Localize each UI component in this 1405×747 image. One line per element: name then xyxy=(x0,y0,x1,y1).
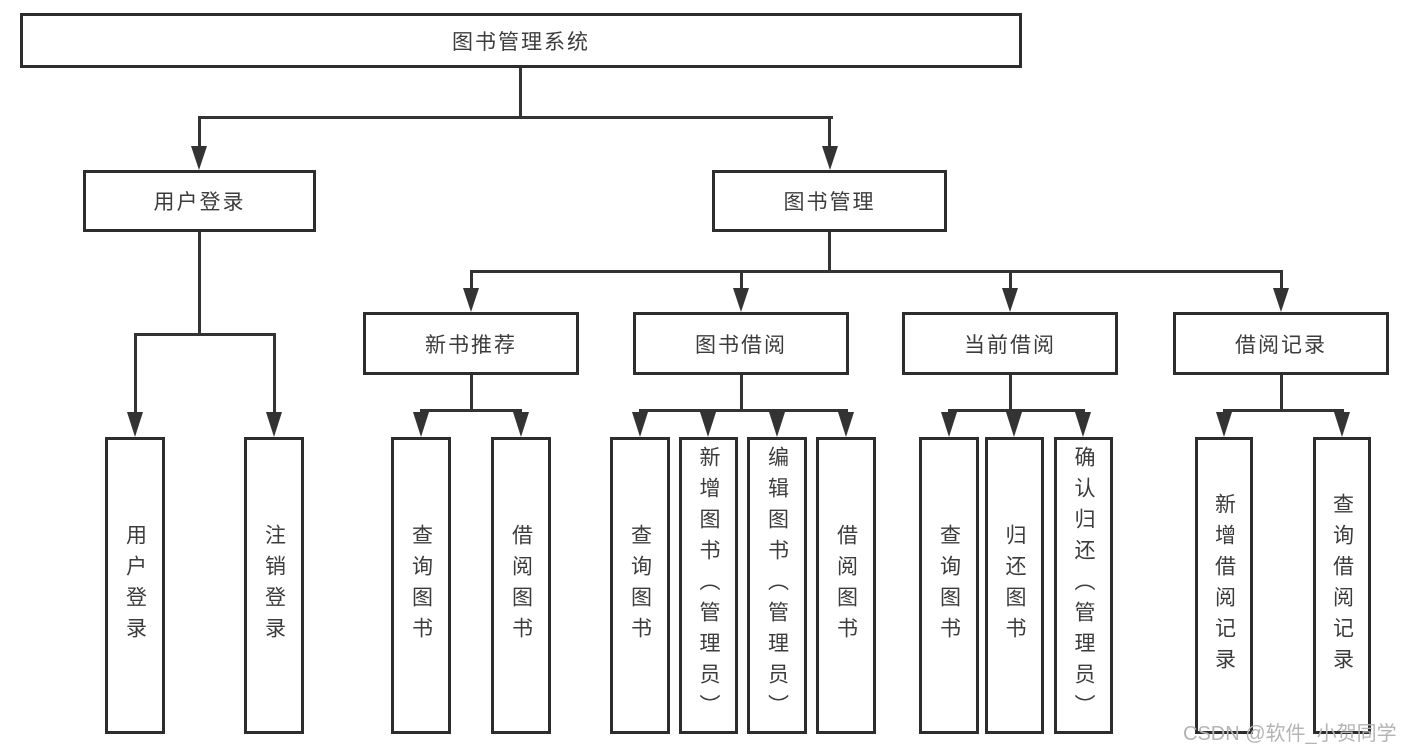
node-cb-confirm-return-admin: 确认归还（管理员） xyxy=(1054,437,1113,734)
connector-current-borrowing-trunk xyxy=(1009,375,1012,411)
arrowhead-book-management xyxy=(822,146,838,170)
node-library-management-system: 图书管理系统 xyxy=(20,13,1022,68)
leaf-label: 注销登录 xyxy=(262,523,286,648)
arrowhead-bb-add-books xyxy=(700,412,716,437)
leaf-label: 用户登录 xyxy=(123,523,147,648)
node-user-login-leaf: 用户登录 xyxy=(105,437,165,734)
leaf-label: 查询图书 xyxy=(409,523,433,648)
leaf-label: 编辑图书（管理员） xyxy=(765,446,789,725)
leaf-label: 归还图书 xyxy=(1003,523,1026,648)
leaf-label: 确认归还（管理员） xyxy=(1072,446,1095,725)
arrowhead-borrowing-records xyxy=(1273,288,1289,312)
arrowhead-cb-query-books xyxy=(941,412,957,437)
connector-user-login-trunk xyxy=(198,232,201,336)
node-cb-return-books: 归还图书 xyxy=(985,437,1044,734)
arrowhead-user-login xyxy=(191,146,207,170)
arrowhead-cb-return-books xyxy=(1006,412,1022,437)
arrowhead-cb-confirm-return xyxy=(1075,412,1091,437)
leaf-label: 借阅图书 xyxy=(509,523,533,648)
node-br-add-borrow-record: 新增借阅记录 xyxy=(1195,437,1253,734)
connector-new-book-recommend-branch xyxy=(420,409,522,412)
connector-borrowing-records-trunk xyxy=(1280,375,1283,411)
leaf-label: 查询图书 xyxy=(628,523,652,648)
arrowhead-logout xyxy=(266,412,282,437)
arrowhead-br-add-record xyxy=(1216,412,1232,437)
leaf-label: 新增借阅记录 xyxy=(1212,492,1236,679)
node-bb-edit-books-admin: 编辑图书（管理员） xyxy=(747,437,807,734)
arrowhead-current-borrowing xyxy=(1002,288,1018,312)
node-current-borrowing: 当前借阅 xyxy=(902,312,1118,375)
node-rec-query-books: 查询图书 xyxy=(391,437,451,734)
node-bb-add-books-admin: 新增图书（管理员） xyxy=(679,437,738,734)
connector-book-borrowing-stub xyxy=(740,273,743,293)
arrowhead-br-query-record xyxy=(1334,412,1350,437)
connector-level2-branch xyxy=(470,270,1283,273)
connector-login-stub xyxy=(134,336,137,415)
node-rec-borrow-books: 借阅图书 xyxy=(491,437,551,734)
connector-user-login-stub xyxy=(198,119,201,150)
connector-current-borrowing-branch xyxy=(948,409,1085,412)
arrowhead-book-borrowing xyxy=(733,288,749,312)
connector-root-trunk xyxy=(519,68,522,119)
connector-borrowing-records-branch xyxy=(1223,409,1344,412)
leaf-label: 新增图书（管理员） xyxy=(697,446,720,725)
connector-book-borrowing-trunk xyxy=(740,375,743,411)
connector-level1-branch xyxy=(198,116,833,119)
node-new-book-recommend: 新书推荐 xyxy=(363,312,579,375)
connector-book-borrowing-branch xyxy=(639,409,848,412)
node-book-borrowing: 图书借阅 xyxy=(633,312,849,375)
node-bb-query-books: 查询图书 xyxy=(610,437,670,734)
connector-borrowing-records-stub xyxy=(1280,273,1283,293)
node-book-management: 图书管理 xyxy=(712,170,947,232)
csdn-watermark: CSDN @软件_小贺同学 xyxy=(1183,723,1397,745)
connector-book-management-trunk xyxy=(828,232,831,273)
arrowhead-rec-query-books xyxy=(413,412,429,437)
connector-current-borrowing-stub xyxy=(1009,273,1012,293)
arrowhead-bb-borrow-books xyxy=(838,412,854,437)
connector-book-management-stub xyxy=(828,119,831,150)
connector-logout-stub xyxy=(273,336,276,415)
leaf-label: 借阅图书 xyxy=(834,523,858,648)
node-logout: 注销登录 xyxy=(244,437,304,734)
arrowhead-bb-query-books xyxy=(632,412,648,437)
arrowhead-login xyxy=(127,412,143,437)
node-user-login: 用户登录 xyxy=(83,170,316,232)
connector-user-login-branch xyxy=(134,333,276,336)
arrowhead-rec-borrow-books xyxy=(513,412,529,437)
node-cb-query-books: 查询图书 xyxy=(919,437,979,734)
node-borrowing-records: 借阅记录 xyxy=(1173,312,1389,375)
node-br-query-borrow-record: 查询借阅记录 xyxy=(1313,437,1371,734)
leaf-label: 查询借阅记录 xyxy=(1330,492,1354,679)
node-bb-borrow-books: 借阅图书 xyxy=(816,437,876,734)
connector-new-book-recommend-stub xyxy=(470,273,473,293)
leaf-label: 查询图书 xyxy=(937,523,961,648)
arrowhead-bb-edit-books xyxy=(769,412,785,437)
connector-new-book-recommend-trunk xyxy=(470,375,473,411)
arrowhead-new-book-recommend xyxy=(463,288,479,312)
